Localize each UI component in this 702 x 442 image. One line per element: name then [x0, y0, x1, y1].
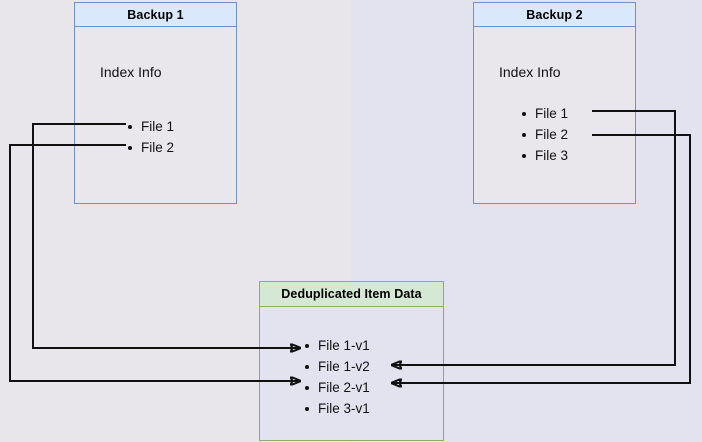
- list-item: File 2-v1: [303, 377, 370, 398]
- backup-1-file-list: File 1 File 2: [126, 116, 174, 158]
- backup-2-body: Index Info File 1 File 2 File 3: [474, 27, 635, 203]
- list-item: File 3: [520, 145, 568, 166]
- backup-1-box[interactable]: Backup 1 Index Info File 1 File 2: [74, 2, 237, 204]
- dedup-title: Deduplicated Item Data: [260, 282, 443, 307]
- list-item: File 1-v2: [303, 356, 370, 377]
- backup-1-title: Backup 1: [75, 3, 236, 27]
- list-item: File 1: [520, 103, 568, 124]
- deduplicated-item-data-box[interactable]: Deduplicated Item Data File 1-v1 File 1-…: [259, 281, 444, 441]
- list-item: File 1-v1: [303, 335, 370, 356]
- dedup-file-list: File 1-v1 File 1-v2 File 2-v1 File 3-v1: [303, 335, 370, 419]
- backup-2-title: Backup 2: [474, 3, 635, 27]
- backup-1-body: Index Info File 1 File 2: [75, 27, 236, 203]
- list-item: File 2: [126, 137, 174, 158]
- list-item: File 3-v1: [303, 398, 370, 419]
- dedup-body: File 1-v1 File 1-v2 File 2-v1 File 3-v1: [260, 307, 443, 440]
- backup-2-file-list: File 1 File 2 File 3: [520, 103, 568, 166]
- backup-2-box[interactable]: Backup 2 Index Info File 1 File 2 File 3: [473, 2, 636, 204]
- backup-2-index-label: Index Info: [499, 64, 561, 80]
- backup-1-index-label: Index Info: [100, 64, 162, 80]
- list-item: File 2: [520, 124, 568, 145]
- list-item: File 1: [126, 116, 174, 137]
